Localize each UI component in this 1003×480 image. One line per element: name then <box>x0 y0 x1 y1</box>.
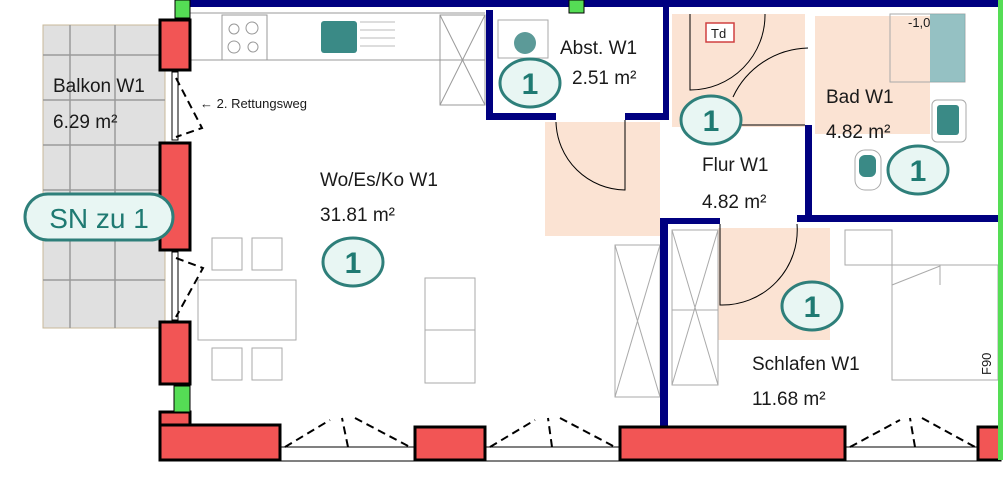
badge-bad: 1 <box>886 144 950 196</box>
svg-text:Td: Td <box>711 26 726 41</box>
green-markers <box>173 0 1003 460</box>
room-area-abst: 2.51 m² <box>572 68 636 89</box>
washing-machine-icon <box>514 32 536 54</box>
svg-text:1: 1 <box>804 291 821 324</box>
room-area-schlafen: 11.68 m² <box>752 389 826 410</box>
svg-text:1: 1 <box>910 155 927 188</box>
fire-rating-label: F90 <box>979 353 994 375</box>
badge-wohnen: 1 <box>321 236 385 288</box>
room-area-flur: 4.82 m² <box>702 192 766 213</box>
toilet-icon <box>859 155 876 177</box>
room-name-bad: Bad W1 <box>826 87 894 108</box>
washbasin-icon <box>937 105 959 135</box>
badge-abst: 1 <box>498 57 562 109</box>
apartment-badges: 1 1 1 1 1 SN zu 1 <box>23 57 950 332</box>
dryer-marker: Td <box>705 22 735 43</box>
badge-flur: 1 <box>679 94 743 146</box>
shower-level-text: -1,0 <box>908 15 930 30</box>
room-name-balkon: Balkon W1 <box>53 76 145 97</box>
room-name-flur: Flur W1 <box>702 155 769 176</box>
door-clearance-areas <box>545 14 930 340</box>
room-name-abst: Abst. W1 <box>560 38 637 59</box>
sink-icon <box>321 21 357 53</box>
svg-text:SN zu 1: SN zu 1 <box>49 203 149 234</box>
room-name-wohnen: Wo/Es/Ko W1 <box>320 170 438 191</box>
exterior-walls <box>158 18 1002 462</box>
room-area-balkon: 6.29 m² <box>53 112 117 133</box>
room-area-bad: 4.82 m² <box>826 122 890 143</box>
room-labels: Balkon W1 6.29 m² Wo/Es/Ko W1 31.81 m² A… <box>53 38 994 410</box>
balcony <box>42 24 166 329</box>
svg-text:1: 1 <box>703 105 720 138</box>
interior-walls <box>190 0 1000 426</box>
badge-schlafen: 1 <box>780 280 844 332</box>
svg-text:1: 1 <box>345 247 362 280</box>
sn-badge: SN zu 1 <box>23 192 175 242</box>
room-name-schlafen: Schlafen W1 <box>752 354 860 375</box>
escape-route-label: ← 2. Rettungsweg <box>200 96 307 111</box>
kitchen-counter <box>190 12 486 106</box>
shower-icon <box>930 14 965 82</box>
room-area-wohnen: 31.81 m² <box>320 205 395 226</box>
svg-text:1: 1 <box>522 68 539 101</box>
windows <box>171 71 979 462</box>
